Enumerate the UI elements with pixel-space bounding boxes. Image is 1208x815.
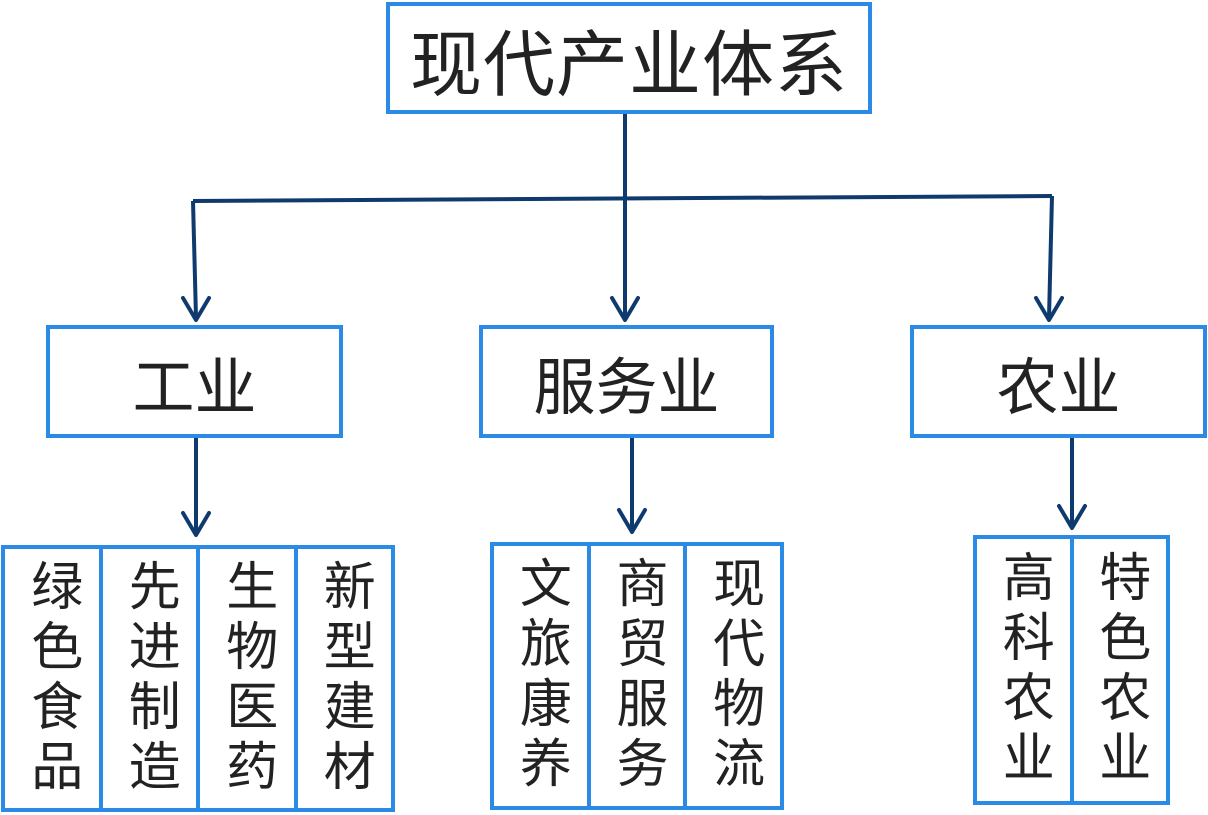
root-label: 现代产业体系	[409, 22, 848, 107]
industry-items-group: 绿色食品 先进制造 生物医药 新型建材	[1, 545, 395, 812]
industry-items-arrowhead	[181, 511, 211, 537]
leaf-node: 特色农业	[1069, 535, 1170, 805]
leaf-node: 高科农业	[973, 535, 1074, 805]
leaf-label: 生物医药	[216, 558, 277, 799]
leaf-node: 文旅康养	[490, 542, 591, 810]
leaf-node: 现代物流	[683, 542, 785, 810]
leaf-node: 生物医药	[196, 545, 298, 812]
leaf-label: 新型建材	[314, 558, 375, 799]
category-label-industry: 工业	[132, 350, 257, 424]
agri-items-arrowhead	[1057, 504, 1087, 530]
industry-arrowhead	[181, 296, 211, 322]
agri-arrowhead	[1034, 296, 1064, 322]
service-items-group: 文旅康养 商贸服务 现代物流	[490, 542, 785, 810]
agriculture-items-group: 高科农业 特色农业	[973, 535, 1170, 805]
leaf-label: 先进制造	[119, 558, 180, 799]
leaf-label: 高科农业	[993, 550, 1054, 790]
leaf-node: 商贸服务	[586, 542, 688, 810]
category-node-service: 服务业	[479, 325, 774, 438]
leaf-label: 特色农业	[1089, 550, 1150, 790]
service-arrowhead	[610, 296, 640, 322]
industry-drop-line	[191, 200, 198, 319]
leaf-node: 先进制造	[98, 545, 200, 812]
category-label-service: 服务业	[533, 350, 720, 424]
leaf-label: 文旅康养	[510, 556, 571, 796]
leaf-label: 现代物流	[703, 556, 764, 796]
category-bus-line	[192, 194, 1053, 203]
leaf-label: 商贸服务	[607, 556, 667, 796]
category-label-agriculture: 农业	[996, 350, 1121, 424]
leaf-node: 新型建材	[293, 545, 395, 812]
leaf-node: 绿色食品	[1, 545, 103, 812]
service-items-arrowhead	[617, 508, 647, 534]
root-node: 现代产业体系	[386, 2, 872, 114]
leaf-label: 绿色食品	[21, 558, 82, 799]
category-node-industry: 工业	[46, 325, 343, 438]
category-node-agriculture: 农业	[910, 325, 1207, 438]
agri-drop-line	[1047, 195, 1054, 319]
